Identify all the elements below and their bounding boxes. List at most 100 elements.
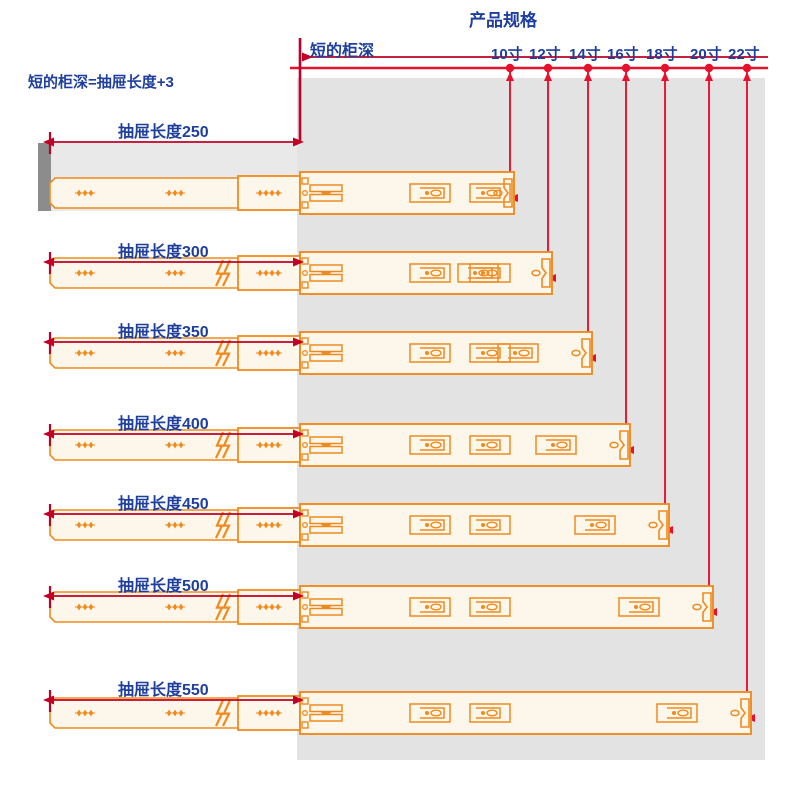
tick-up-arrow — [584, 72, 592, 81]
break-symbol — [215, 259, 232, 287]
end-bracket — [692, 592, 712, 622]
break-symbol — [215, 699, 232, 727]
cabinet-rail — [299, 423, 631, 467]
screw-mark — [165, 269, 185, 277]
latch-glyph — [469, 343, 511, 363]
start-bracket — [301, 337, 343, 369]
latch-glyph — [656, 703, 698, 723]
cabinet-rail — [299, 585, 714, 629]
dimension-label: 抽屉长度250 — [118, 124, 209, 141]
screw-mark — [256, 441, 282, 449]
screw-mark — [75, 521, 95, 529]
latch-glyph — [618, 597, 660, 617]
end-bracket — [648, 510, 668, 540]
tick-dot — [742, 63, 752, 73]
end-bracket — [531, 258, 551, 288]
dimension-label: 抽屉长度500 — [118, 578, 209, 595]
screw-mark — [256, 709, 282, 717]
tick-up-arrow — [661, 72, 669, 81]
break-symbol — [215, 511, 232, 539]
cabinet-rail — [299, 331, 593, 375]
tick-label: 14寸 — [569, 46, 601, 63]
tick-leaders — [505, 63, 755, 722]
dimension-label: 抽屉长度400 — [118, 416, 209, 433]
latch-glyph — [409, 435, 451, 455]
tick-dot — [621, 63, 631, 73]
slide-rows — [38, 132, 752, 735]
dimension-label: 抽屉长度300 — [118, 244, 209, 261]
start-bracket — [301, 697, 343, 729]
latch-glyph — [457, 263, 499, 283]
tick-label: 12寸 — [529, 46, 561, 63]
dimension-label: 抽屉长度550 — [118, 682, 209, 699]
screw-mark — [256, 349, 282, 357]
start-bracket — [301, 509, 343, 541]
latch-glyph — [409, 597, 451, 617]
dimension-label: 抽屉长度450 — [118, 496, 209, 513]
screw-mark — [75, 709, 95, 717]
start-bracket — [301, 429, 343, 461]
latch-glyph — [409, 703, 451, 723]
screw-mark — [75, 189, 95, 197]
tick-up-arrow — [743, 72, 751, 81]
dimension-label: 抽屉长度350 — [118, 324, 209, 341]
tick-up-arrow — [544, 72, 552, 81]
screw-mark — [75, 269, 95, 277]
tick-dot — [543, 63, 553, 73]
tick-dot — [660, 63, 670, 73]
end-bracket — [609, 430, 629, 460]
tick-dot — [505, 63, 515, 73]
cabinet-rail — [299, 691, 752, 735]
tick-label: 18寸 — [646, 46, 678, 63]
screw-mark — [256, 269, 282, 277]
break-symbol — [215, 339, 232, 367]
start-bracket — [301, 177, 343, 209]
formula-note: 短的柜深=抽屉长度+3 — [28, 74, 174, 91]
break-symbol — [215, 431, 232, 459]
screw-mark — [165, 709, 185, 717]
screw-mark — [165, 441, 185, 449]
tick-dot — [583, 63, 593, 73]
end-bracket — [493, 178, 513, 208]
screw-mark — [165, 603, 185, 611]
screw-mark — [75, 349, 95, 357]
tick-label: 22寸 — [728, 46, 760, 63]
screw-mark — [256, 603, 282, 611]
cabinet-rail — [299, 171, 515, 215]
tick-label: 16寸 — [607, 46, 639, 63]
screw-mark — [165, 521, 185, 529]
depth-label: 短的柜深 — [310, 43, 375, 60]
table-row — [49, 691, 752, 735]
screw-mark — [165, 189, 185, 197]
screw-mark — [256, 189, 282, 197]
tick-up-arrow — [622, 72, 630, 81]
table-row — [49, 251, 553, 295]
screw-mark — [75, 441, 95, 449]
latch-glyph — [409, 515, 451, 535]
end-bracket — [730, 698, 750, 728]
page-title: 产品规格 — [469, 11, 537, 30]
screw-mark — [256, 521, 282, 529]
tick-up-arrow — [506, 72, 514, 81]
latch-glyph — [469, 183, 511, 203]
latch-glyph — [469, 515, 511, 535]
latch-glyph — [409, 263, 451, 283]
screw-mark — [75, 603, 95, 611]
latch-glyph — [574, 515, 616, 535]
latch-glyph — [409, 343, 451, 363]
tick-label: 20寸 — [690, 46, 722, 63]
table-row — [38, 143, 515, 215]
latch-glyph — [469, 597, 511, 617]
tick-dot — [704, 63, 714, 73]
latch-glyph — [497, 343, 539, 363]
tick-label: 10寸 — [491, 46, 523, 63]
end-bracket — [571, 338, 591, 368]
table-row — [49, 503, 670, 547]
cabinet-wall — [38, 143, 51, 211]
screw-mark — [165, 349, 185, 357]
latch-glyph — [535, 435, 577, 455]
latch-glyph — [409, 183, 451, 203]
tick-up-arrow — [705, 72, 713, 81]
